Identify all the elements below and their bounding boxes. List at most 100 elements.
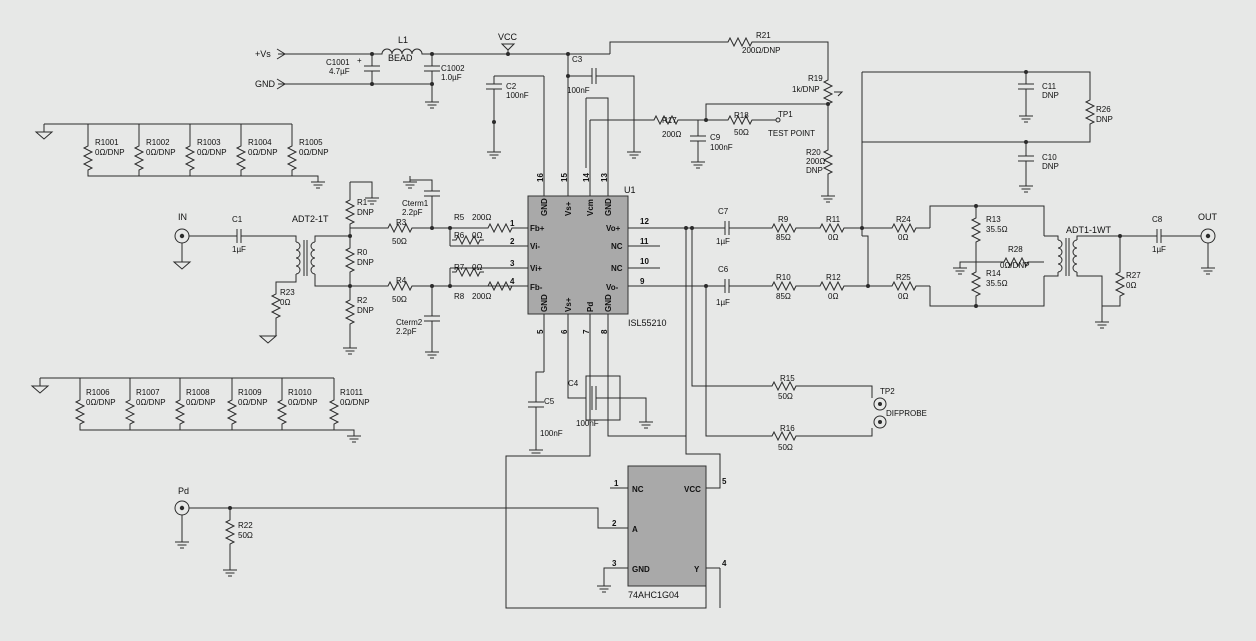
u2-pin-2-name: A bbox=[632, 525, 638, 534]
u2-pin-4-name: Y bbox=[694, 565, 700, 574]
r1009-ref: R1009 bbox=[238, 388, 262, 397]
c8-value: 1µF bbox=[1152, 245, 1166, 254]
junction-dot bbox=[430, 226, 434, 230]
r1008-ref: R1008 bbox=[186, 388, 210, 397]
c5-value: 100nF bbox=[540, 429, 563, 438]
u1-part: ISL55210 bbox=[628, 318, 667, 328]
net-label-in: IN bbox=[178, 212, 187, 222]
c1001-value: 4.7µF bbox=[329, 67, 350, 76]
c8-capacitor-icon bbox=[1149, 228, 1169, 244]
junction-dot bbox=[566, 52, 570, 56]
tp1-ref: TP1 bbox=[778, 110, 793, 119]
r3-value: 50Ω bbox=[392, 237, 407, 246]
r11-resistor-icon bbox=[815, 223, 849, 233]
junction-dot bbox=[348, 234, 352, 238]
r2-resistor-icon bbox=[345, 295, 355, 329]
junction-dot bbox=[974, 304, 978, 308]
r21-value: 200Ω/DNP bbox=[742, 46, 780, 55]
r23-resistor-icon bbox=[271, 289, 281, 323]
u1-pin-7-num: 7 bbox=[582, 329, 591, 334]
u1-pin-8-num: 8 bbox=[600, 329, 609, 334]
c7-value: 1µF bbox=[716, 237, 730, 246]
r1010-ref: R1010 bbox=[288, 388, 312, 397]
c1002-ref: C1002 bbox=[441, 64, 465, 73]
u1-ref: U1 bbox=[624, 185, 636, 195]
u1-pin-15-num: 15 bbox=[560, 173, 569, 182]
r1009-value: 0Ω/DNP bbox=[238, 398, 268, 407]
c6-capacitor-icon bbox=[717, 278, 737, 294]
c1002-value: 1.0µF bbox=[441, 73, 462, 82]
c10-ref: C10 bbox=[1042, 153, 1057, 162]
cterm1-ref: Cterm1 bbox=[402, 199, 429, 208]
u1-pin-12-num: 12 bbox=[640, 217, 649, 226]
l1-ref: L1 bbox=[398, 35, 408, 45]
tp2-probe-icon bbox=[873, 415, 887, 429]
junction-dot bbox=[974, 204, 978, 208]
r2-value: DNP bbox=[357, 306, 374, 315]
r20-ref: R20 bbox=[806, 148, 821, 157]
junction-dot bbox=[566, 74, 570, 78]
ground-icon bbox=[31, 385, 49, 394]
r1004-value: 0Ω/DNP bbox=[248, 148, 278, 157]
r27-value: 0Ω bbox=[1126, 281, 1136, 290]
r12-value: 0Ω bbox=[828, 292, 838, 301]
tp2-probe-icon bbox=[873, 397, 887, 411]
r18-value: 50Ω bbox=[734, 128, 749, 137]
u2-pin-1-name: NC bbox=[632, 485, 644, 494]
r14-value: 35.5Ω bbox=[986, 279, 1008, 288]
difprobe-section: R15 50Ω R16 50Ω TP2 DIFPROBE bbox=[690, 226, 927, 452]
u2-pin-3-name: GND bbox=[632, 565, 650, 574]
r9-value: 85Ω bbox=[776, 233, 791, 242]
r5-ref: R5 bbox=[454, 213, 465, 222]
output-dnp-caps: C11 DNP R26 DNP C10 DNP bbox=[861, 70, 1113, 236]
r16-ref: R16 bbox=[780, 424, 795, 433]
r1011-value: 0Ω/DNP bbox=[340, 398, 370, 407]
r2-ref: R2 bbox=[357, 296, 368, 305]
c3-value: 100nF bbox=[567, 86, 590, 95]
r1006-resistor-icon bbox=[75, 395, 85, 429]
ground-icon bbox=[342, 341, 358, 355]
r1003-ref: R1003 bbox=[197, 138, 221, 147]
ground-icon bbox=[259, 335, 277, 344]
c1-value: 1µF bbox=[232, 245, 246, 254]
adt2-transformer-icon bbox=[295, 240, 316, 276]
u1-pin-13-num: 13 bbox=[600, 173, 609, 182]
r17-value: 200Ω bbox=[662, 130, 681, 139]
cterm1-value: 2.2pF bbox=[402, 208, 423, 217]
u1-pin-16-name: GND bbox=[540, 198, 549, 216]
c2-ref: C2 bbox=[506, 82, 517, 91]
power-input-section: +Vs GND L1 BEAD + C1001 4.7µF C1002 1.0µ… bbox=[255, 32, 610, 168]
c1-capacitor-icon bbox=[229, 228, 249, 244]
u2-pin-2-num: 2 bbox=[612, 519, 617, 528]
r8-ref: R8 bbox=[454, 292, 465, 301]
junction-dot bbox=[1024, 140, 1028, 144]
r1011-ref: R1011 bbox=[340, 388, 364, 397]
u2-pin-3-num: 3 bbox=[612, 559, 617, 568]
r10-ref: R10 bbox=[776, 273, 791, 282]
feedback-network: R5 200Ω R6 0Ω R7 0Ω R8 200Ω bbox=[448, 213, 528, 301]
output-section: C7 1µF R9 85Ω R11 0Ω R24 0Ω C6 1µF R10 8… bbox=[712, 204, 1218, 329]
adt2-ref: ADT2-1T bbox=[292, 214, 329, 224]
ground-icon bbox=[174, 535, 190, 549]
u1-pin-9-name: Vo- bbox=[606, 283, 619, 292]
r22-value: 50Ω bbox=[238, 531, 253, 540]
u1-pin-7-name: Pd bbox=[586, 302, 595, 312]
ground-icon bbox=[820, 189, 836, 203]
r18-ref: R18 bbox=[734, 111, 749, 120]
ground-icon bbox=[222, 563, 238, 577]
ground-icon bbox=[1018, 179, 1034, 193]
r1001-value: 0Ω/DNP bbox=[95, 148, 125, 157]
r1-ref: R1 bbox=[357, 198, 368, 207]
r1008-resistor-icon bbox=[175, 395, 185, 429]
r1005-value: 0Ω/DNP bbox=[299, 148, 329, 157]
r16-resistor-icon bbox=[767, 431, 801, 441]
ground-icon bbox=[424, 95, 440, 109]
r3-ref: R3 bbox=[396, 218, 407, 227]
u1-pin-10-num: 10 bbox=[640, 257, 649, 266]
c11-ref: C11 bbox=[1042, 82, 1057, 91]
u1-pin-11-num: 11 bbox=[640, 237, 649, 246]
r27-ref: R27 bbox=[1126, 271, 1141, 280]
u1-pin-12-name: Vo+ bbox=[606, 224, 621, 233]
c4-value: 100nF bbox=[576, 419, 599, 428]
out-connector-icon bbox=[1200, 228, 1216, 244]
